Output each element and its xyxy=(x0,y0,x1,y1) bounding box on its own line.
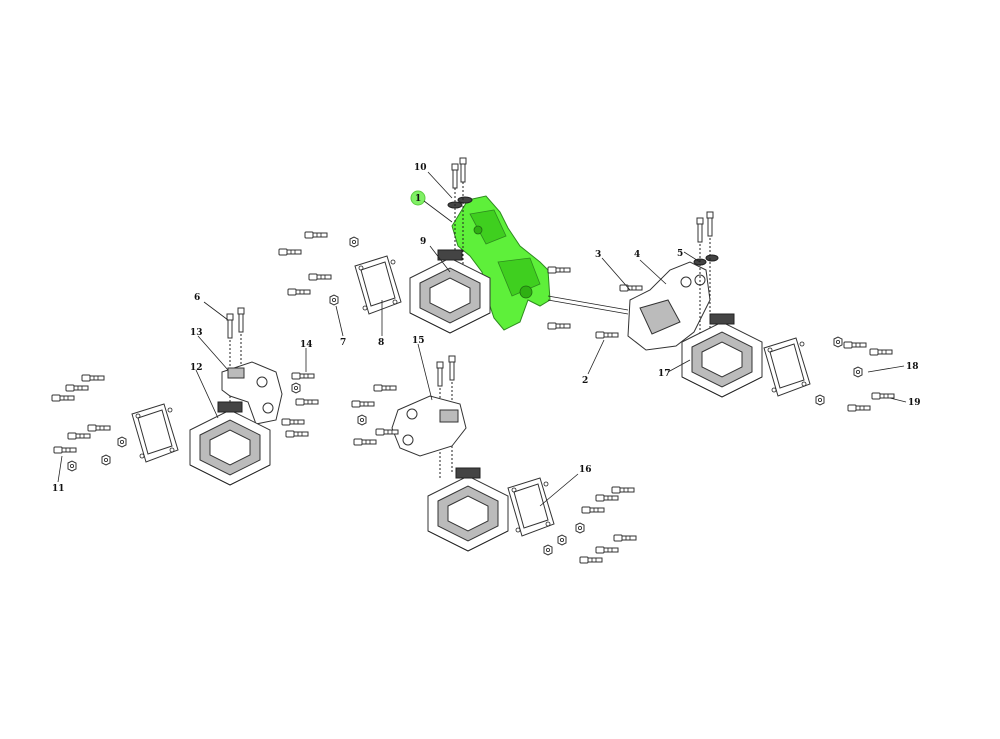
bracket-15 xyxy=(391,395,467,457)
callout-1-marker[interactable] xyxy=(410,190,426,206)
nut-7 xyxy=(329,294,339,306)
callout-12[interactable]: 12 xyxy=(190,363,203,373)
callout-9[interactable]: 9 xyxy=(420,237,426,247)
gasket-plate-left xyxy=(131,403,179,463)
callout-8[interactable]: 8 xyxy=(378,338,384,348)
callout-15[interactable]: 15 xyxy=(412,336,425,346)
callout-4[interactable]: 4 xyxy=(634,250,640,260)
bolt-cluster-right xyxy=(815,336,895,412)
callout-17[interactable]: 17 xyxy=(658,369,671,379)
callout-18[interactable]: 18 xyxy=(906,362,919,372)
callout-5[interactable]: 5 xyxy=(677,249,683,259)
bolts-14 xyxy=(281,372,319,438)
callout-19[interactable]: 19 xyxy=(908,398,921,408)
highlighted-bracket-part-1[interactable] xyxy=(451,195,551,331)
callout-13[interactable]: 13 xyxy=(190,328,203,338)
gasket-plate-right xyxy=(763,337,811,397)
gasket-plate-16 xyxy=(507,477,555,537)
bracket-13 xyxy=(221,361,283,425)
callout-3[interactable]: 3 xyxy=(595,250,601,260)
callout-2[interactable]: 2 xyxy=(582,376,588,386)
callout-1[interactable]: 1 xyxy=(415,194,421,204)
callout-6[interactable]: 6 xyxy=(194,293,200,303)
bolt-cluster-lower-right xyxy=(543,486,637,564)
bolt-cluster-11 xyxy=(51,374,127,472)
callout-14[interactable]: 14 xyxy=(300,340,313,350)
long-bolts-center xyxy=(547,266,643,339)
gasket-plate-8 xyxy=(354,255,402,315)
callout-11[interactable]: 11 xyxy=(52,484,65,494)
callout-16[interactable]: 16 xyxy=(579,465,592,475)
engine-mount-center-lower xyxy=(427,467,509,552)
callout-10[interactable]: 10 xyxy=(414,163,427,173)
bolt-cluster-upper-left xyxy=(278,231,359,296)
callout-7[interactable]: 7 xyxy=(340,338,346,348)
callout-labels: 1 2 3 4 5 6 7 8 9 10 11 12 13 14 15 16 1… xyxy=(52,163,921,494)
bracket-4 xyxy=(627,261,711,351)
bolt-cluster-center-left xyxy=(351,384,399,446)
